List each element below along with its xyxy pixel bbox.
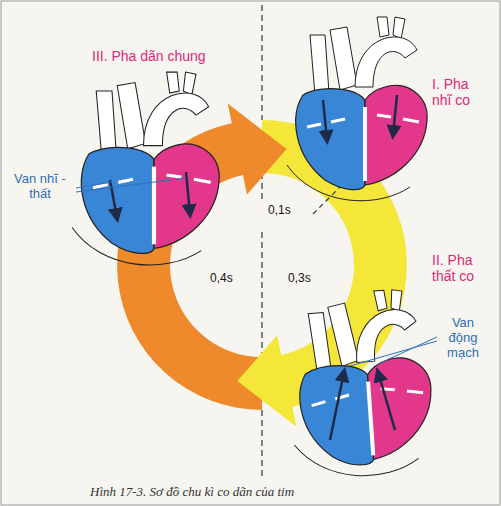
heart-atrial-contraction — [287, 17, 427, 201]
duration-label: 0,3s — [288, 272, 311, 286]
phase-title: II. Pha thất co — [432, 252, 488, 284]
valve-label: Van nhĩ - thất — [6, 172, 74, 202]
contraction-arrowhead — [237, 335, 296, 426]
heart-ventricular-contraction — [284, 288, 437, 481]
figure-caption: Hình 17-3. Sơ đồ chu kì co dãn của tim — [90, 484, 294, 500]
phase-title: III. Pha dãn chung — [92, 48, 206, 64]
heart-relaxation — [72, 72, 219, 265]
duration-label: 0,1s — [268, 204, 291, 218]
blood-flow-arrows — [110, 95, 397, 440]
valve-label: Van động mạch — [440, 316, 486, 361]
phase-title: I. Pha nhĩ co — [432, 76, 482, 108]
leader-lines — [76, 178, 437, 366]
duration-label: 0,4s — [210, 272, 233, 286]
